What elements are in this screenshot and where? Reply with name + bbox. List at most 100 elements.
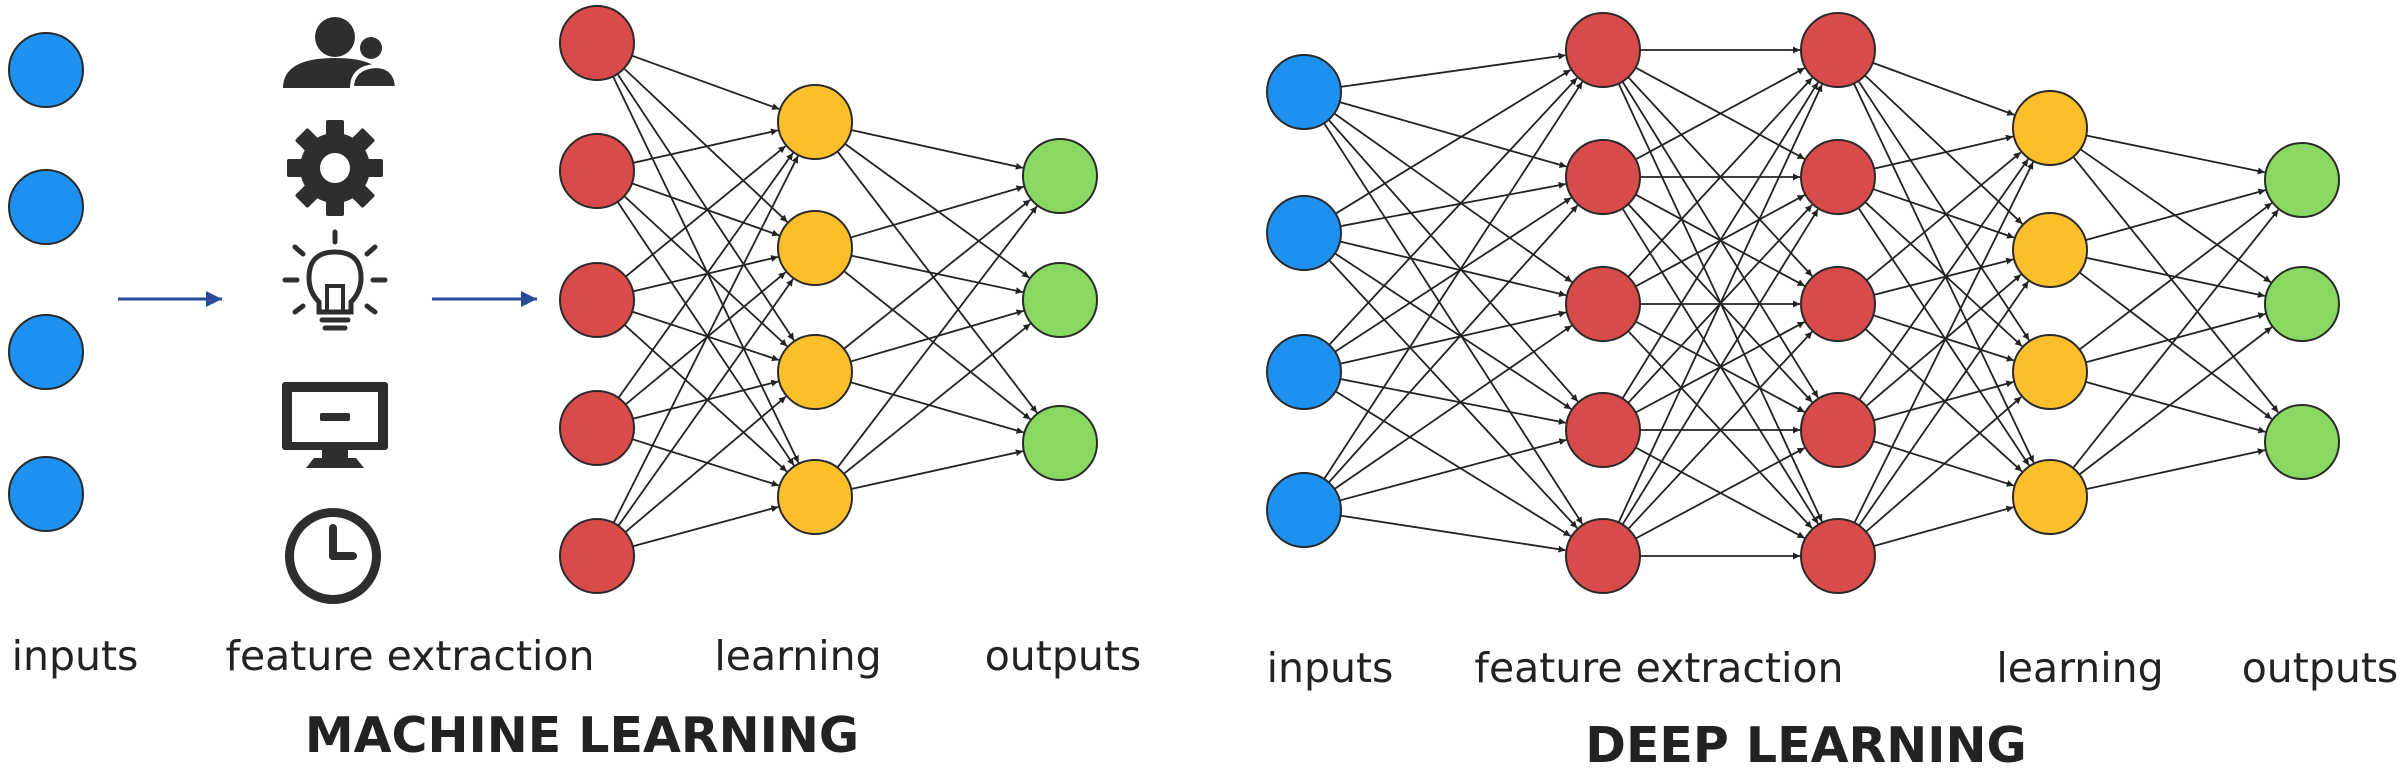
edge — [1328, 259, 1578, 529]
edge — [1334, 197, 1572, 353]
edge — [612, 155, 799, 524]
edge — [2085, 448, 2266, 490]
dl-feature-extraction-label: feature extraction — [1474, 644, 1844, 692]
edge — [623, 324, 788, 473]
people-icon — [283, 17, 400, 90]
edge — [625, 145, 787, 278]
edge — [632, 438, 780, 487]
ml-output-node-1 — [1022, 138, 1098, 214]
edge — [623, 67, 788, 223]
dl-feature2-node-2 — [1800, 139, 1876, 215]
edge — [631, 182, 780, 237]
edge — [1873, 257, 2014, 296]
edge — [1872, 188, 2015, 239]
edge — [2072, 156, 2279, 413]
connection-edges — [612, 46, 2280, 560]
edge — [1335, 69, 1572, 215]
dl-feature2-node-1 — [1800, 12, 1876, 88]
edge — [1858, 280, 2030, 527]
dl-feature1-node-2 — [1565, 139, 1641, 215]
ml-input-node-2 — [8, 169, 84, 245]
ml-inputs-label: inputs — [11, 632, 139, 680]
edge — [2072, 209, 2280, 469]
edge — [1857, 80, 2030, 341]
ml-feature-node-5 — [559, 518, 635, 594]
edge — [1333, 324, 1573, 490]
edge — [1323, 122, 1584, 525]
clock-icon — [285, 508, 381, 604]
edge — [1340, 52, 1566, 88]
edge — [2085, 381, 2266, 434]
edge — [850, 129, 1024, 170]
edge — [1873, 505, 2014, 547]
edge — [850, 449, 1024, 490]
dl-feature2-node-3 — [1800, 266, 1876, 342]
edge — [632, 128, 779, 164]
ml-input-node-4 — [8, 456, 84, 532]
edge — [843, 323, 1031, 475]
ml-learning-node-1 — [777, 84, 853, 160]
ml-learning-node-3 — [777, 334, 853, 410]
edge — [1339, 438, 1567, 502]
dl-learning-label: learning — [1996, 644, 2164, 692]
edge — [1333, 112, 1573, 283]
edge — [1858, 158, 2029, 401]
edge — [1635, 67, 1805, 161]
edge — [632, 255, 779, 293]
edge — [1635, 447, 1805, 540]
ml-input-node-1 — [8, 32, 84, 108]
edge — [1873, 134, 2014, 170]
dl-feature1-node-5 — [1565, 518, 1641, 594]
edge — [1872, 61, 2015, 116]
edge — [632, 379, 779, 420]
dl-learning-node-3 — [2012, 334, 2088, 410]
edge — [631, 54, 780, 110]
dl-feature1-node-1 — [1565, 12, 1641, 88]
edge — [1340, 378, 1566, 425]
edge — [1857, 207, 2030, 466]
edge — [1853, 161, 2034, 524]
ml-output-node-3 — [1022, 405, 1098, 481]
edge — [1328, 77, 1578, 346]
dl-feature1-node-3 — [1565, 266, 1641, 342]
ml-learning-node-2 — [777, 210, 853, 286]
edge — [2085, 188, 2266, 241]
ml-feature-extraction-label: feature extraction — [225, 632, 595, 680]
edge — [1340, 181, 1566, 228]
dl-inputs-label: inputs — [1266, 644, 1394, 692]
edge — [1323, 81, 1584, 480]
ml-output-node-2 — [1022, 262, 1098, 338]
edge — [836, 205, 1038, 469]
dl-output-node-1 — [2264, 142, 2340, 218]
dl-output-node-2 — [2264, 266, 2340, 342]
dl-feature1-node-4 — [1565, 392, 1641, 468]
edge — [631, 310, 780, 362]
edge — [617, 152, 794, 399]
dl-input-node-2 — [1266, 195, 1342, 271]
dl-input-node-1 — [1266, 54, 1342, 130]
edge — [616, 73, 795, 341]
dl-feature2-node-4 — [1800, 392, 1876, 468]
edge — [1339, 101, 1567, 169]
edge — [616, 201, 795, 466]
edge — [1627, 77, 1813, 278]
edge — [843, 270, 1031, 421]
monitor-icon — [282, 382, 388, 468]
dl-input-node-4 — [1266, 472, 1342, 548]
edge — [624, 395, 787, 533]
network-nodes — [8, 5, 2340, 594]
lightbulb-icon — [282, 229, 388, 331]
edge — [623, 195, 788, 347]
edge — [2086, 134, 2265, 175]
edge — [1873, 380, 2014, 422]
edge — [1339, 310, 1567, 365]
edge — [836, 150, 1038, 414]
edge — [1621, 208, 1819, 526]
edge — [1627, 331, 1813, 530]
edge — [1327, 119, 1579, 403]
gear-icon — [287, 120, 383, 216]
ml-learning-node-4 — [777, 459, 853, 535]
edge — [1617, 84, 1823, 523]
edge — [2078, 326, 2273, 476]
